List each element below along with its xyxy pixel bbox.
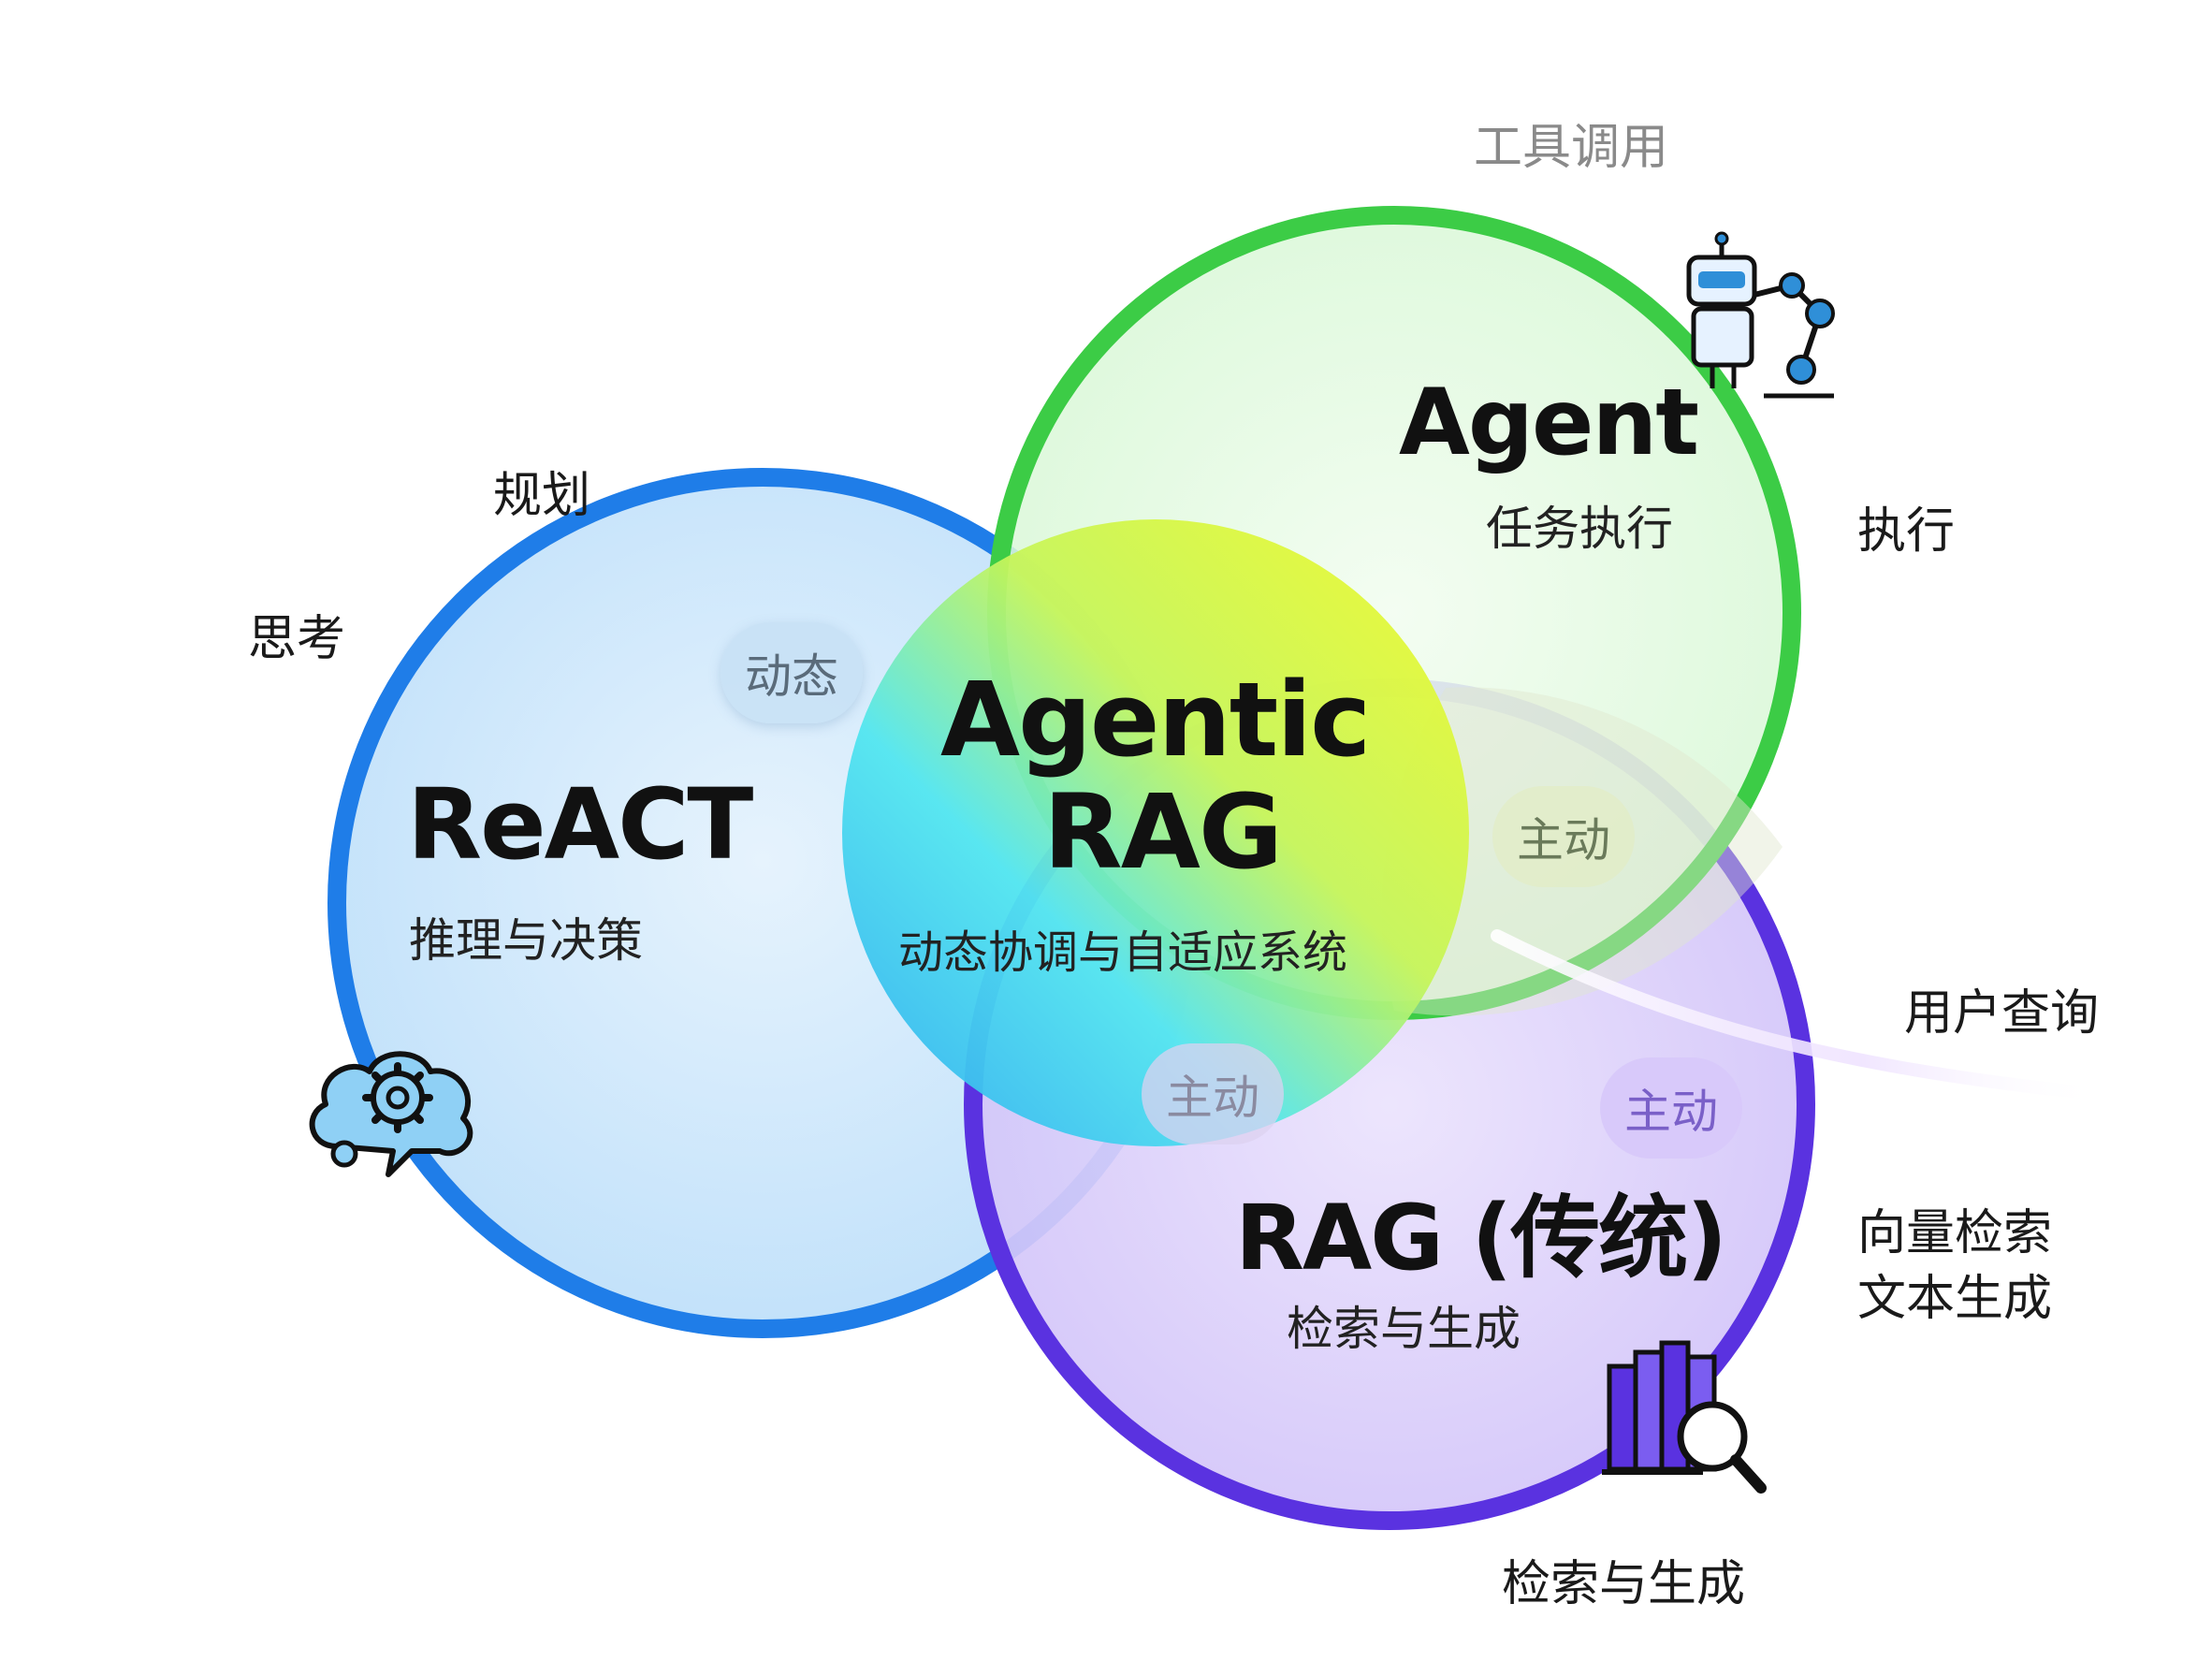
pill-dynamic: 动态 — [720, 622, 863, 723]
label-retrieval-generation-bottom: 检索与生成 — [1502, 1556, 1746, 1612]
center-subtitle: 动态协调与自适应系统 — [898, 926, 1348, 979]
label-vector-retrieval: 向量检索 — [1857, 1205, 2053, 1261]
label-planning: 规划 — [493, 468, 591, 524]
agent-title: Agent — [1399, 370, 1699, 476]
agent-subtitle: 任务执行 — [1486, 502, 1673, 556]
query-swoosh — [1491, 929, 2112, 1101]
pill-active-bottom-right: 主动 — [1600, 1057, 1742, 1159]
books-magnifier-icon — [1600, 1334, 1768, 1501]
react-subtitle: 推理与决策 — [409, 913, 643, 968]
rag-title: RAG (传统) — [1235, 1186, 1727, 1290]
rag-subtitle: 检索与生成 — [1287, 1302, 1521, 1356]
label-execute: 执行 — [1857, 503, 1956, 560]
label-tool-call: 工具调用 — [1474, 120, 1669, 176]
agentic-rag-circle — [842, 519, 1469, 1146]
react-title: ReACT — [407, 767, 753, 882]
cloud-gear-icon — [299, 1034, 487, 1188]
label-text-generation: 文本生成 — [1857, 1271, 2053, 1327]
label-thinking: 思考 — [248, 611, 346, 667]
center-title-line2: RAG — [1043, 772, 1283, 892]
label-user-query: 用户查询 — [1904, 985, 2100, 1042]
robot-arm-icon — [1670, 229, 1839, 406]
pill-active-bottom-left: 主动 — [1142, 1043, 1284, 1144]
pill-active-top-right: 主动 — [1492, 786, 1635, 887]
center-title-line1: Agentic — [940, 660, 1371, 780]
